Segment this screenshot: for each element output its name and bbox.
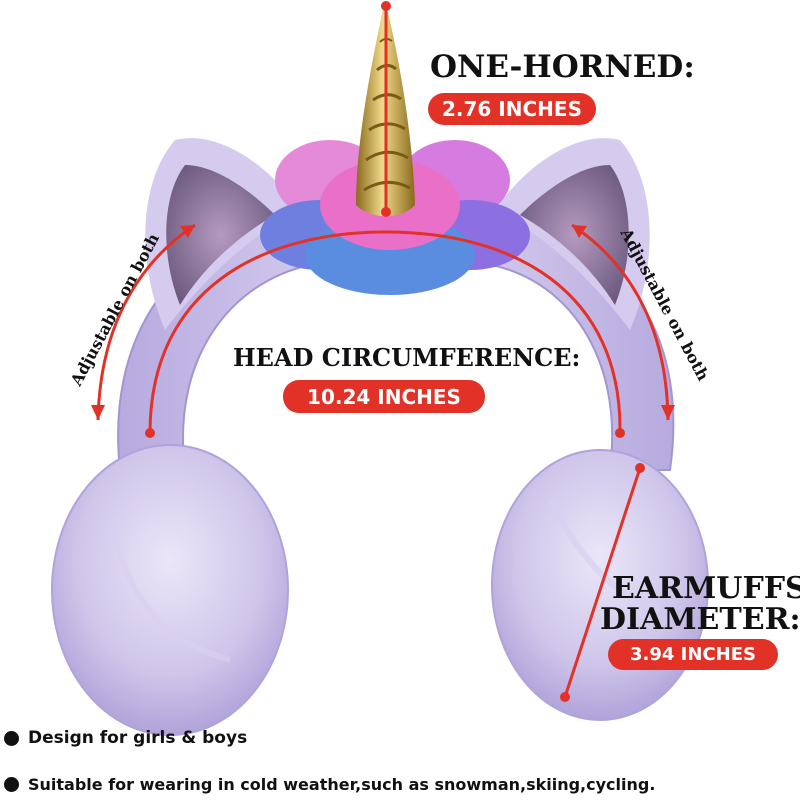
horn-title: ONE-HORNED:	[430, 49, 695, 85]
bullet-text: Design for girls & boys	[28, 728, 248, 748]
right-ear-glitter	[520, 165, 629, 305]
left-earmuff	[51, 444, 289, 736]
bullet-item-2: Suitable for wearing in cold weather,suc…	[4, 775, 655, 794]
head-circumference-arc	[145, 230, 625, 438]
left-adjust-arrow	[91, 223, 196, 421]
earmuff-diameter-line	[560, 463, 645, 702]
bullet-icon	[4, 730, 19, 746]
right-adjust-arrow	[571, 223, 675, 421]
earmuffs-title-line2: DIAMETER:	[600, 602, 800, 637]
bullet-item-1: Design for girls & boys	[4, 728, 247, 748]
left-ear-glitter	[166, 165, 275, 305]
earmuffs-title-line1: EARMUFFS	[612, 571, 800, 606]
bullet-text: Suitable for wearing in cold weather,suc…	[28, 775, 656, 794]
horn-value-badge: 2.76 INCHES	[428, 93, 596, 125]
head-circumference-value-badge: 10.24 INCHES	[283, 380, 485, 413]
bullet-icon	[4, 777, 19, 792]
horn-measure-line	[381, 1, 391, 217]
earmuffs-value-badge: 3.94 INCHES	[608, 639, 778, 670]
head-circumference-title: HEAD CIRCUMFERENCE:	[233, 343, 581, 372]
